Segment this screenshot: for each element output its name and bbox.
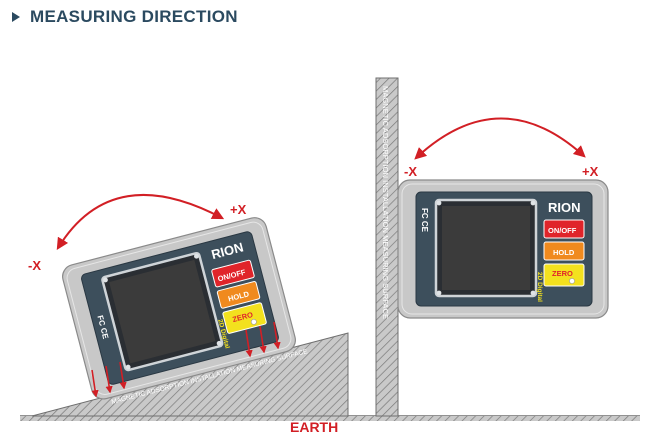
right-plus-x: +X (582, 164, 599, 179)
vertical-wall-label: MAGNETIC ADSORPTION INSTALLATION MEASURI… (381, 86, 390, 319)
right-device: RION ON/OFF HOLD ZERO FC CE 2D Digital (396, 178, 610, 320)
right-rotation-arc (414, 117, 586, 160)
left-minus-x: -X (28, 258, 41, 273)
right-device-brand: RION (548, 200, 581, 215)
right-cert: FC CE (420, 208, 429, 233)
right-minus-x: -X (404, 164, 417, 179)
play-triangle-icon (12, 12, 20, 22)
ground-label: EARTH (290, 419, 338, 435)
vertical-wall: MAGNETIC ADSORPTION INSTALLATION MEASURI… (375, 77, 399, 417)
section-header: MEASURING DIRECTION (12, 6, 238, 28)
left-rotation-arc (56, 193, 225, 251)
right-btn-onoff: ON/OFF (548, 226, 577, 235)
section-title: MEASURING DIRECTION (30, 7, 238, 26)
right-model: 2D Digital (536, 272, 543, 302)
left-device: RION ON/OFF HOLD ZERO FC CE 2D Digital (58, 213, 300, 403)
right-btn-zero: ZERO (552, 269, 573, 278)
right-btn-hold: HOLD (553, 248, 575, 257)
left-force-arrows (91, 321, 281, 398)
left-plus-x: +X (230, 202, 247, 217)
